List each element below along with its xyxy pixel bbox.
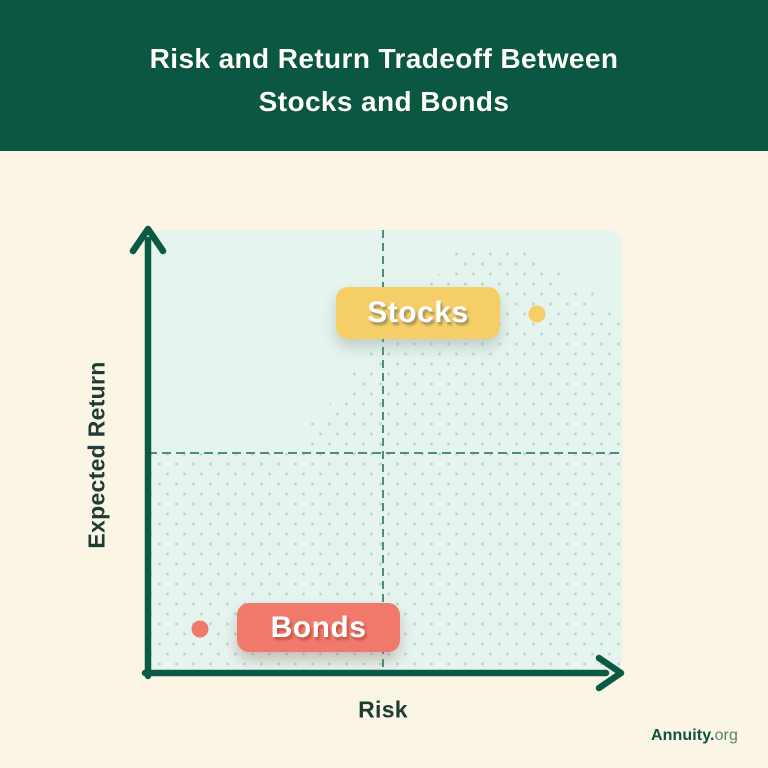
header-banner: Risk and Return Tradeoff Between Stocks … (0, 0, 768, 151)
stocks-label: Stocks (367, 296, 469, 329)
x-axis-label: Risk (358, 696, 408, 723)
page-title-line-1: Risk and Return Tradeoff Between (149, 43, 619, 74)
y-axis-label: Expected Return (83, 361, 110, 549)
annuity-logo: Annuity.org (651, 727, 738, 745)
horizontal-dashed-divider (148, 452, 622, 454)
logo-text-bold: Annuity. (650, 727, 715, 744)
logo-text-light: org (714, 727, 738, 744)
bonds-data-point (191, 620, 209, 638)
bonds-label: Bonds (270, 610, 367, 644)
vertical-dashed-divider (382, 230, 384, 673)
stocks-data-point (528, 305, 546, 323)
plot-area: Stocks Bonds (148, 230, 622, 673)
page-title-line-2: Stocks and Bonds (258, 86, 510, 117)
stocks-label-badge: Stocks (336, 287, 500, 339)
bonds-label-badge: Bonds (237, 603, 400, 652)
